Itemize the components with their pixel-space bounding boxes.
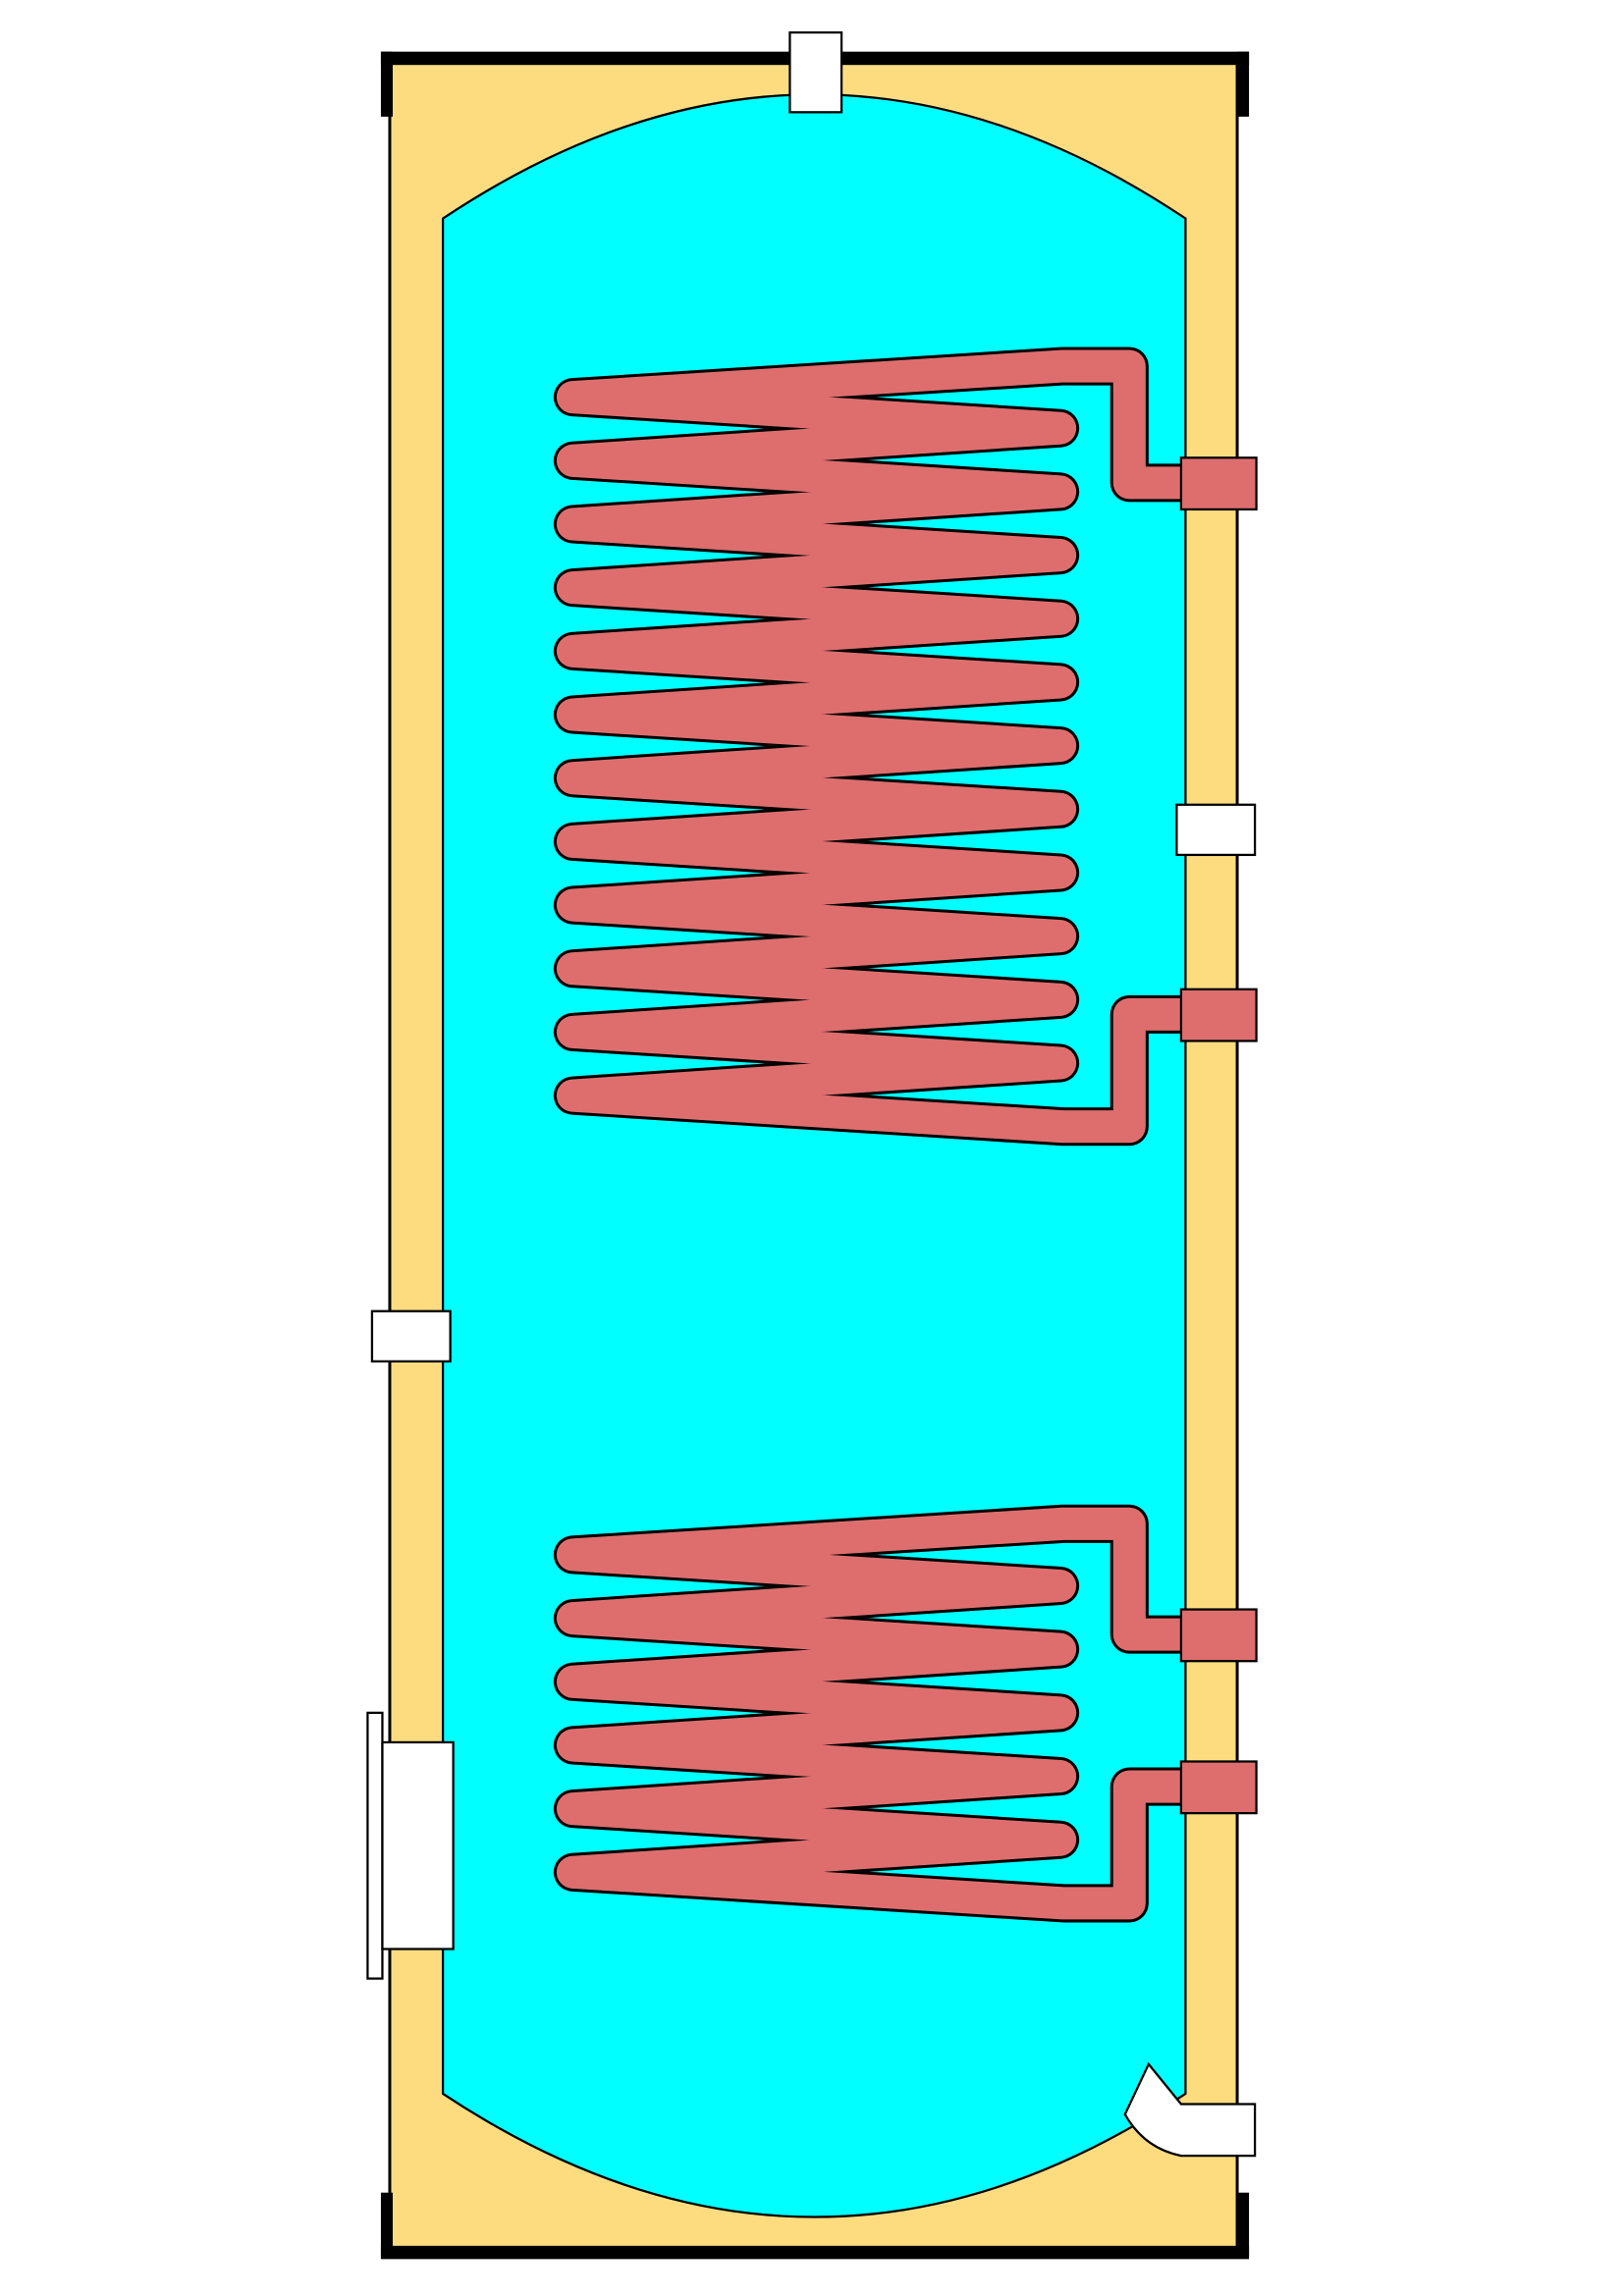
bottom-frame-left-corner: [380, 2192, 393, 2258]
upper-coil: [553, 347, 1258, 1147]
top-frame-right-corner: [1237, 51, 1250, 117]
lower-coil-pipe: [556, 1507, 1202, 1920]
left-sensor-port: [370, 1309, 452, 1362]
flange-plate: [366, 1711, 384, 1980]
upper-coil-inlet-stub: [1179, 456, 1258, 511]
heat-exchanger-coils: [553, 347, 1258, 1923]
right-sensor-port: [1175, 803, 1257, 857]
lower-coil-outlet-stub: [1179, 1760, 1258, 1815]
cold-water-inlet-elbow: [1123, 2061, 1257, 2158]
top-frame-left-corner: [380, 51, 393, 117]
upper-coil-outlet-stub: [1179, 988, 1258, 1042]
fittings: [366, 30, 1257, 2158]
lower-coil-inlet-stub: [1179, 1608, 1258, 1663]
lower-coil: [553, 1504, 1258, 1923]
jacket-bottom-frame: [380, 2192, 1250, 2260]
bottom-frame-right-corner: [1237, 2192, 1250, 2258]
upper-coil-pipe: [556, 349, 1202, 1144]
top-hot-water-port: [788, 30, 843, 114]
inspection-flange: [381, 1740, 455, 1950]
bottom-frame-bar: [380, 2245, 1250, 2260]
